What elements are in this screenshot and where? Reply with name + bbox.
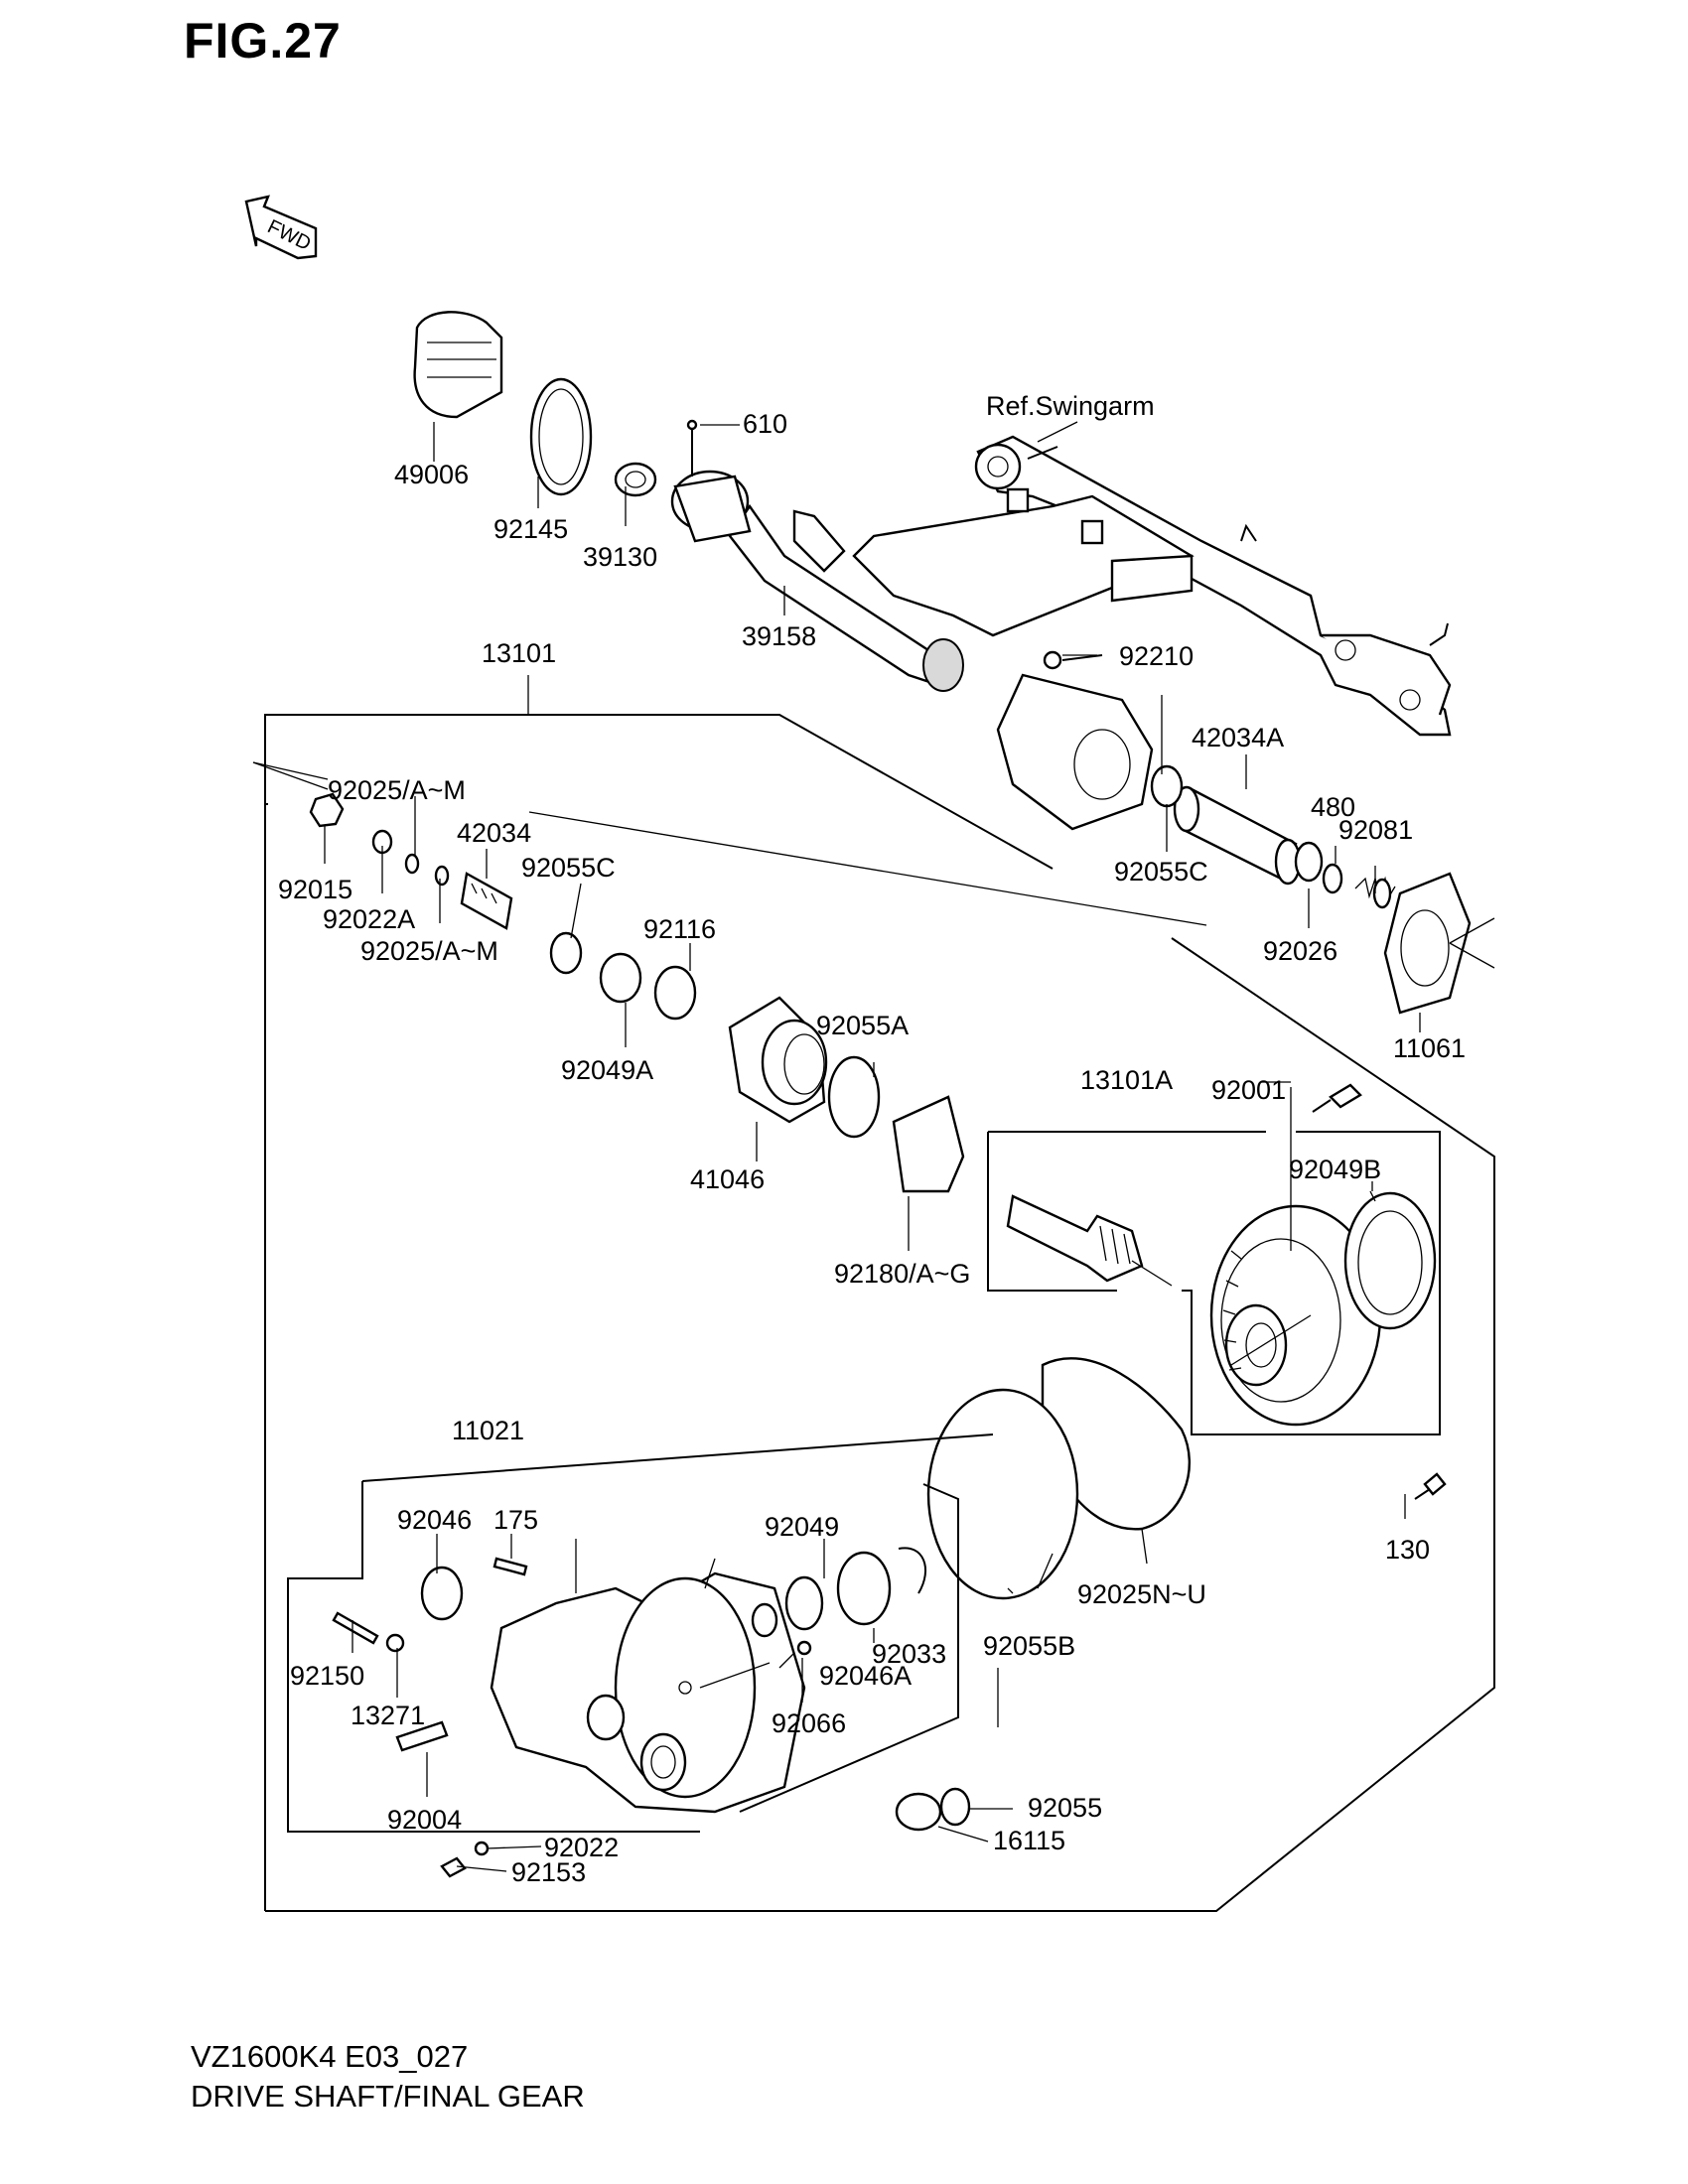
label-92004: 92004 bbox=[387, 1805, 462, 1835]
label-92049B: 92049B bbox=[1289, 1155, 1381, 1184]
label-42034: 42034 bbox=[457, 818, 531, 848]
label-92180AG: 92180/A~G bbox=[834, 1259, 970, 1289]
label-49006: 49006 bbox=[394, 460, 469, 489]
label-13101A: 13101A bbox=[1080, 1065, 1173, 1095]
washer-92022 bbox=[474, 1841, 490, 1856]
circlip bbox=[898, 1547, 927, 1594]
label-16115: 16115 bbox=[993, 1826, 1065, 1855]
bearing-92033 bbox=[836, 1551, 892, 1626]
cover-11061-drawing bbox=[1383, 872, 1472, 1015]
label-11061: 11061 bbox=[1393, 1033, 1466, 1063]
oring-92055 bbox=[939, 1787, 971, 1827]
group-brackets bbox=[264, 714, 1495, 1912]
swingarm-drawing bbox=[792, 435, 1452, 737]
label-610: 610 bbox=[743, 409, 787, 439]
label-92025NU: 92025N~U bbox=[1077, 1579, 1206, 1609]
label-92116: 92116 bbox=[643, 914, 716, 944]
label-92022: 92022 bbox=[544, 1833, 619, 1862]
label-92025AM-top: 92025/A~M bbox=[328, 775, 466, 805]
nut-92015 bbox=[309, 792, 345, 828]
washer-13271 bbox=[385, 1633, 405, 1653]
spring-92081-drawing bbox=[1354, 876, 1396, 909]
label-39158: 39158 bbox=[742, 621, 816, 651]
leader-lines bbox=[252, 421, 1495, 1872]
bolt-92001-drawing bbox=[1312, 1083, 1362, 1113]
label-39130: 39130 bbox=[583, 542, 657, 572]
label-13271: 13271 bbox=[351, 1701, 425, 1730]
bolt-92004 bbox=[395, 1720, 449, 1752]
cap-16115 bbox=[895, 1792, 942, 1832]
label-92145: 92145 bbox=[493, 514, 568, 544]
shim-92025-top bbox=[404, 853, 420, 875]
oring-92055C-left bbox=[549, 931, 583, 975]
model-code: VZ1600K4 E03_027 bbox=[191, 2039, 469, 2074]
oring-92055C-right bbox=[1150, 764, 1184, 808]
oring-92055A bbox=[827, 1055, 881, 1139]
label-92046: 92046 bbox=[397, 1505, 472, 1535]
label-175: 175 bbox=[493, 1505, 538, 1535]
seal-92049B-drawing bbox=[1343, 1191, 1437, 1330]
label-92150: 92150 bbox=[290, 1661, 364, 1691]
label-13101: 13101 bbox=[482, 638, 556, 668]
boot-49006-drawing bbox=[413, 311, 503, 419]
label-42034A: 42034A bbox=[1192, 723, 1284, 752]
seal-92049A bbox=[599, 952, 642, 1004]
bolt-92150 bbox=[332, 1611, 379, 1645]
gasket-92180 bbox=[892, 1095, 965, 1193]
bearing-92046A bbox=[751, 1602, 778, 1638]
label-11021: 11021 bbox=[452, 1416, 524, 1445]
label-92046A: 92046A bbox=[819, 1661, 912, 1691]
bolt-92153 bbox=[440, 1856, 467, 1878]
ring-480 bbox=[1322, 863, 1343, 894]
label-41046: 41046 bbox=[690, 1164, 765, 1194]
label-480: 480 bbox=[1311, 792, 1355, 822]
housing-41046-drawing bbox=[728, 996, 828, 1124]
forward-arrow-icon: FWD bbox=[244, 195, 318, 260]
shim-92025-bottom bbox=[434, 865, 450, 887]
label-92055B: 92055B bbox=[983, 1631, 1075, 1661]
label-130: 130 bbox=[1385, 1535, 1430, 1565]
seal-92049 bbox=[784, 1575, 824, 1631]
label-92055: 92055 bbox=[1028, 1793, 1102, 1823]
label-92153: 92153 bbox=[511, 1857, 586, 1887]
sleeve-42034A-drawing bbox=[1173, 785, 1302, 886]
label-92055C-left: 92055C bbox=[521, 853, 616, 883]
label-92210: 92210 bbox=[1119, 641, 1194, 671]
label-92049: 92049 bbox=[765, 1512, 839, 1542]
label-92081: 92081 bbox=[1338, 815, 1413, 845]
label-92026: 92026 bbox=[1263, 936, 1337, 966]
bearing-92046 bbox=[420, 1566, 464, 1621]
final-gear-case-drawing bbox=[490, 1571, 806, 1814]
part-labels: 49006 92145 39130 610 Ref.Swingarm 39158… bbox=[278, 391, 1466, 1887]
pinion-shaft-drawing bbox=[1006, 1194, 1144, 1283]
bearing-92116 bbox=[653, 965, 697, 1021]
label-92066: 92066 bbox=[772, 1708, 846, 1738]
oring-92055B bbox=[926, 1388, 1079, 1600]
washer-92026 bbox=[1294, 841, 1324, 883]
figure-title: FIG.27 bbox=[184, 13, 342, 68]
label-92055A: 92055A bbox=[816, 1011, 909, 1040]
pinion-42034-drawing bbox=[460, 872, 513, 930]
stud-175 bbox=[492, 1557, 528, 1576]
label-92055C-right: 92055C bbox=[1114, 857, 1208, 887]
label-92033: 92033 bbox=[872, 1639, 946, 1669]
label-92049A: 92049A bbox=[561, 1055, 653, 1085]
plug-92066 bbox=[796, 1640, 812, 1656]
label-92001: 92001 bbox=[1211, 1075, 1286, 1105]
clamp-92145-drawing bbox=[529, 377, 593, 496]
diagram-caption: DRIVE SHAFT/FINAL GEAR bbox=[191, 2079, 585, 2114]
label-ref-swingarm: Ref.Swingarm bbox=[986, 391, 1155, 421]
gear-case-upper-drawing bbox=[996, 650, 1154, 831]
bolt-130-drawing bbox=[1414, 1472, 1447, 1500]
label-92025AM-bottom: 92025/A~M bbox=[360, 936, 498, 966]
label-92022A: 92022A bbox=[323, 904, 415, 934]
label-92015: 92015 bbox=[278, 875, 352, 904]
